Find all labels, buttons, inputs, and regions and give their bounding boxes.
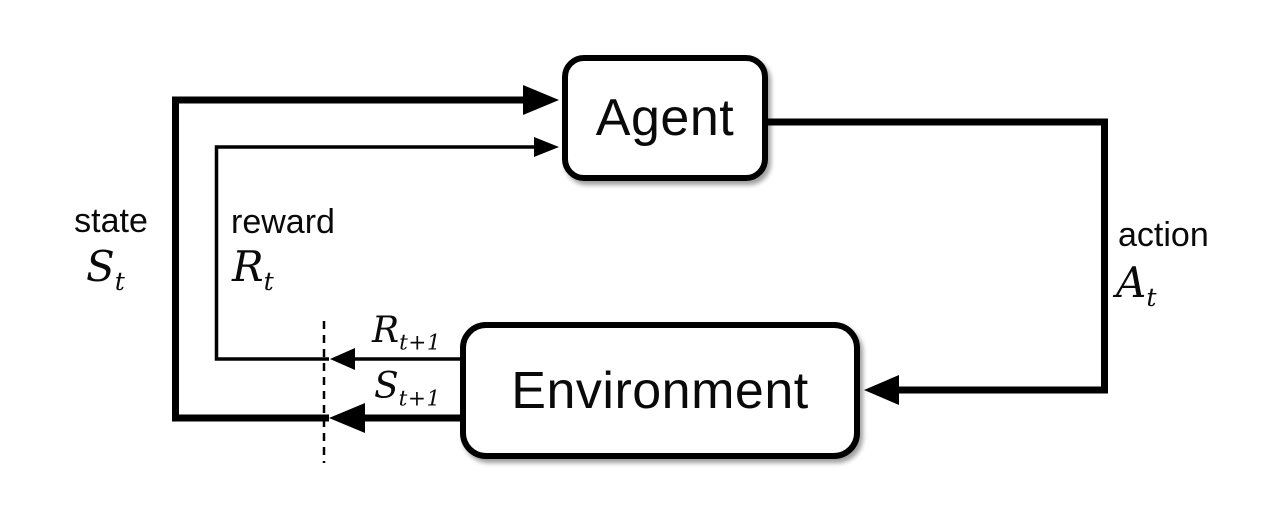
next-state-symbol-base: S — [374, 366, 399, 407]
state-edge-label: state — [74, 202, 148, 240]
action-symbol-base: A — [1116, 258, 1147, 307]
next-state-arrowhead — [329, 403, 365, 433]
state-symbol-base: S — [86, 242, 115, 291]
next-reward-symbol: Rt+1 — [372, 310, 441, 354]
environment-node-label: Environment — [511, 361, 809, 420]
environment-node: Environment — [460, 322, 860, 459]
reward-symbol-subscript: t — [263, 266, 275, 296]
next-reward-symbol-subscript: t+1 — [399, 330, 442, 356]
next-reward-arrowhead — [330, 348, 355, 370]
reward-into-agent-arrowhead — [534, 137, 559, 157]
state-into-agent-arrowhead — [523, 85, 559, 115]
action-flow-line — [768, 118, 1108, 394]
action-edge-label: action — [1118, 216, 1209, 254]
next-reward-symbol-base: R — [372, 310, 400, 351]
state-flow-line — [172, 96, 526, 422]
reward-symbol: Rt — [232, 242, 274, 294]
reward-symbol-base: R — [232, 242, 264, 291]
reward-edge-label: reward — [231, 203, 335, 241]
next-state-symbol: St+1 — [374, 366, 441, 410]
agent-node-label: Agent — [595, 89, 735, 147]
action-symbol: At — [1116, 258, 1157, 310]
action-symbol-subscript: t — [1146, 282, 1157, 312]
next-state-symbol-subscript: t+1 — [398, 386, 441, 412]
reward-flow-line — [214, 145, 538, 361]
state-symbol: St — [86, 242, 125, 294]
action-into-environment-arrowhead — [864, 375, 899, 405]
state-symbol-subscript: t — [114, 266, 126, 296]
agent-node: Agent — [562, 55, 768, 181]
